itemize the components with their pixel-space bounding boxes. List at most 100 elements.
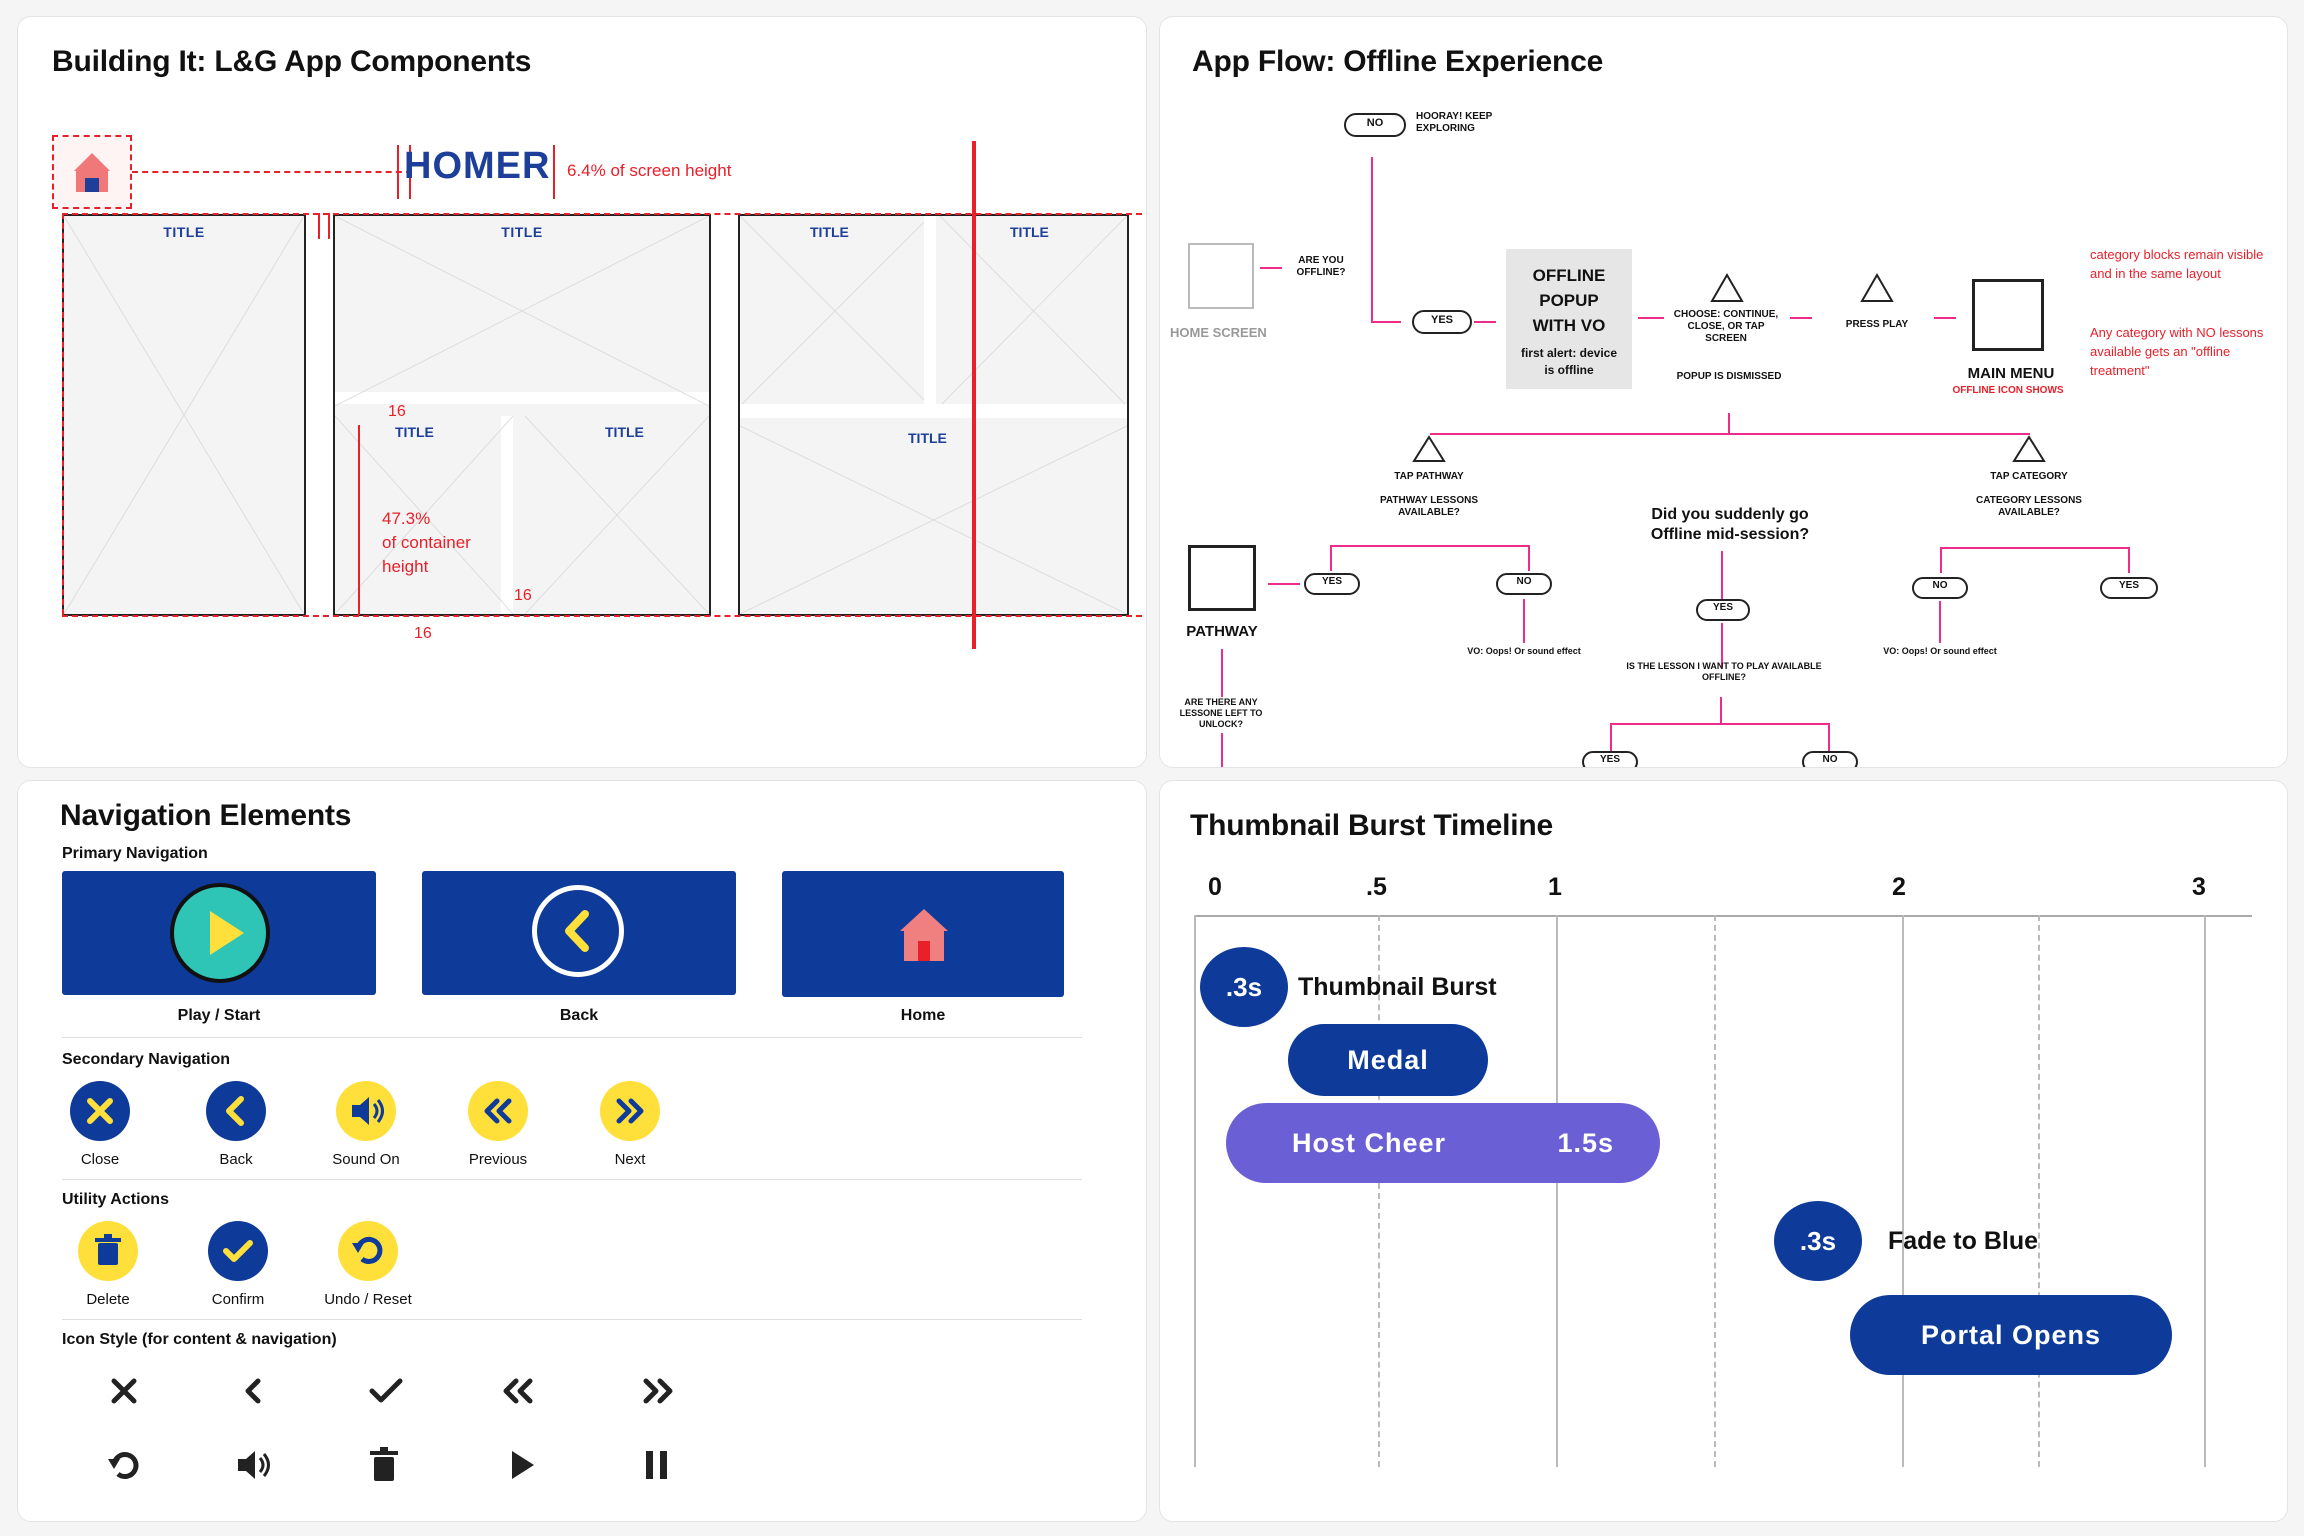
choose-text: CHOOSE: CONTINUE, CLOSE, OR TAP SCREEN [1673,309,1779,344]
check-icon [369,1378,403,1403]
components-panel: Building It: L&G App Components HOMER 6.… [17,16,1147,768]
primary-nav-label-item: Play / Start [177,1007,261,1024]
utility-item-label: Delete [86,1291,130,1308]
thumbnail-burst-label: Thumbnail Burst [1298,973,1497,1001]
hooray-text: HOORAY! KEEP EXPLORING [1416,111,1493,134]
home-screen-box [1188,243,1254,309]
host-cheer-label: Host Cheer [1292,1127,1447,1158]
yes-pill: YES [1412,310,1472,334]
pause-icon [646,1451,667,1479]
host-cheer-bar: Host Cheer 1.5s [1226,1103,1660,1183]
height-note-line: of container [382,533,471,552]
pathway-lessons: PATHWAY LESSONS AVAILABLE? [1380,495,1478,518]
secondary-label: Next [614,1151,646,1168]
no-pill: NO [1344,113,1406,137]
host-cheer-duration: 1.5s [1557,1127,1614,1158]
tick-label: 2 [1892,873,1906,901]
note-1: category blocks remain visible and in th… [2090,247,2264,281]
timeline-panel: Thumbnail Burst Timeline 0 .5 1 2 3 .3s … [1159,780,2288,1522]
home-button[interactable] [782,871,1064,997]
check-icon [223,1240,253,1262]
tap-pathway: TAP PATHWAY [1394,471,1464,482]
wireframe-title: TITLE [908,430,947,446]
press-play: PRESS PLAY [1845,319,1909,330]
home-icon [74,153,110,192]
thumbnail-burst-badge: .3s [1200,947,1288,1027]
speaker-icon [352,1097,384,1125]
fade-to-blue-badge: .3s [1774,1201,1862,1281]
lessons-left: ARE THERE ANY LESSONE LEFT TO UNLOCK? [1179,697,1263,729]
pathway-box [1188,545,1256,611]
red-height-marker [358,425,360,615]
gap-label: 16 [514,587,532,604]
wireframe-title: TITLE [163,224,205,240]
home-screen-label: HOME SCREEN [1170,325,1267,340]
gap-label: 16 [388,403,406,420]
red-guide-left [62,213,64,615]
red-gap-marker [318,213,330,239]
offline-popup-title: OFFLINE POPUP WITH VO [1532,266,1606,335]
flow-panel: App Flow: Offline Experience HOME SCREEN… [1159,16,2288,768]
icon-style-label: Icon Style (for content & navigation) [62,1331,337,1348]
primary-nav-label: Primary Navigation [62,845,208,862]
choose-triangle [1710,273,1744,302]
delete-button[interactable] [78,1221,138,1281]
lesson-available: IS THE LESSON I WANT TO PLAY AVAILABLE O… [1626,661,1822,682]
wireframe-card-1: TITLE [62,214,306,616]
previous-button[interactable] [468,1081,528,1141]
undo-icon [108,1452,139,1479]
height-note-line: height [382,557,429,576]
undo-reset-button[interactable] [338,1221,398,1281]
note-2: Any category with NO lessons available g… [2090,325,2264,378]
red-center-line [972,141,976,649]
wireframe-title: TITLE [1010,224,1049,240]
next-button[interactable] [600,1081,660,1141]
back-small-button[interactable] [206,1081,266,1141]
components-title: Building It: L&G App Components [52,45,532,78]
back-button[interactable] [422,871,736,995]
chevron-left-icon [245,1378,261,1404]
medal-bar: Medal [1288,1024,1488,1096]
vo-oops: VO: Oops! Or sound effect [1883,646,1997,656]
sound-on-button[interactable] [336,1081,396,1141]
secondary-label: Sound On [332,1151,400,1168]
play-icon [170,883,270,983]
no-pill: NO [1496,573,1552,595]
primary-nav-label-item: Home [900,1007,946,1024]
no-pill: NO [1802,751,1858,767]
mid-session-question: Did you suddenly go Offline mid-session? [1650,506,1810,543]
tick-label: 3 [2192,873,2206,901]
trash-icon [95,1234,121,1265]
pathway-label: PATHWAY [1186,623,1258,640]
category-lessons: CATEGORY LESSONS AVAILABLE? [1976,495,2082,518]
close-icon [111,1378,137,1404]
timeline-title: Thumbnail Burst Timeline [1190,809,1554,842]
tick-label: 0 [1208,873,1222,901]
confirm-button[interactable] [208,1221,268,1281]
chevron-left-icon [226,1096,244,1126]
homer-logo: HOMER [404,145,551,187]
main-menu-box [1972,279,2044,351]
undo-icon [352,1236,383,1264]
close-icon [87,1098,113,1124]
red-guide-top [62,213,1142,215]
yes-pill: YES [1582,751,1638,767]
red-guide-bottom [62,615,1142,617]
fade-to-blue-label: Fade to Blue [1888,1227,2039,1255]
play-start-button[interactable] [62,871,376,995]
wireframe-card-2: TITLE TITLE TITLE [333,214,711,616]
secondary-label: Close [80,1151,120,1168]
nav-title: Navigation Elements [60,799,352,832]
press-play-triangle [1860,273,1894,302]
double-chevron-left-icon [503,1378,533,1404]
offline-popup-box [1506,249,1632,389]
secondary-nav-label: Secondary Navigation [62,1051,231,1068]
close-button[interactable] [70,1081,130,1141]
height-note: 47.3% of container height [382,507,471,579]
logo-dashed-guide [132,171,412,173]
primary-nav-label-item: Back [559,1007,599,1024]
utility-label: Utility Actions [62,1191,169,1208]
double-chevron-right-icon [616,1098,644,1124]
tick-label: 1 [1548,873,1562,901]
speaker-icon [238,1451,270,1479]
